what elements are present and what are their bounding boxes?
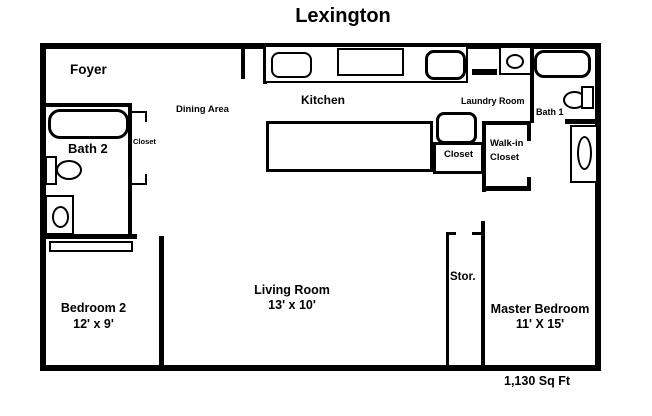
living-room-dimensions: 13' x 10' xyxy=(268,298,316,312)
bath2-sink-icon xyxy=(52,206,69,228)
dining-area-label: Dining Area xyxy=(176,104,229,115)
bath2-wall-bottom xyxy=(43,234,137,239)
bath2-closet-jamb-top xyxy=(131,111,147,113)
laundry-wall-segment xyxy=(472,69,497,75)
laundry-room-label: Laundry Room xyxy=(461,96,525,106)
foyer-kitchen-wall-stub xyxy=(241,43,245,79)
kitchen-island xyxy=(266,121,433,172)
walkin-wall-top xyxy=(482,121,531,125)
walkin-wall-bottom xyxy=(482,186,531,191)
walkin-wall-right-upper xyxy=(527,121,531,141)
bath1-bathtub-icon xyxy=(534,50,591,78)
bath1-wall-bottom xyxy=(565,119,601,124)
bedroom2-living-divider-wall xyxy=(159,236,164,367)
outer-wall-right xyxy=(595,43,601,371)
hall-closet-label: Closet xyxy=(443,149,474,160)
bath2-closet-jamb-bottom-return xyxy=(145,174,147,185)
bedroom2-label: Bedroom 2 xyxy=(60,301,127,315)
storage-jamb-left xyxy=(446,232,456,235)
bath2-closet-jamb-top-return xyxy=(145,111,147,122)
walkin-wall-right-lower xyxy=(527,177,531,188)
walkin-closet-label-line1: Walk-in xyxy=(490,138,524,149)
bath1-label: Bath 1 xyxy=(536,107,564,117)
kitchen-counter-inset xyxy=(337,48,404,76)
kitchen-sink-icon xyxy=(271,52,312,78)
living-room-label: Living Room xyxy=(254,283,330,297)
kitchen-stove-icon xyxy=(425,50,466,80)
walkin-wall-left xyxy=(482,121,486,192)
washer-door-icon xyxy=(506,54,524,69)
bath2-wall-top xyxy=(43,103,132,107)
bath2-bathtub-icon xyxy=(48,109,129,139)
kitchen-label: Kitchen xyxy=(301,93,346,107)
storage-master-wall xyxy=(481,221,485,366)
bath2-label: Bath 2 xyxy=(68,141,108,156)
bath1-toilet-tank-icon xyxy=(581,86,594,109)
walkin-closet-label-line2: Closet xyxy=(490,152,520,163)
outer-wall-left xyxy=(40,43,46,371)
bath2-wall-right xyxy=(128,103,132,237)
square-footage-label: 1,130 Sq Ft xyxy=(504,374,570,388)
storage-jamb-right xyxy=(472,232,482,235)
master-bedroom-label: Master Bedroom xyxy=(490,302,590,316)
bath2-toilet-bowl-icon xyxy=(56,160,82,180)
storage-wall-left xyxy=(446,232,449,366)
master-bedroom-dimensions: 11' X 15' xyxy=(515,317,565,331)
outer-wall-bottom xyxy=(40,365,601,371)
storage-label: Stor. xyxy=(450,271,476,283)
bedroom2-closet-shelf xyxy=(49,241,133,252)
hall-sink-icon xyxy=(577,136,592,170)
bath2-closet-label: Closet xyxy=(133,137,156,146)
laundry-bath1-wall xyxy=(530,43,534,123)
plan-title: Lexington xyxy=(295,5,391,27)
water-heater-icon xyxy=(436,112,477,144)
foyer-label: Foyer xyxy=(70,62,107,77)
bath2-closet-jamb-bottom xyxy=(131,183,147,185)
bedroom2-dimensions: 12' x 9' xyxy=(73,317,114,331)
